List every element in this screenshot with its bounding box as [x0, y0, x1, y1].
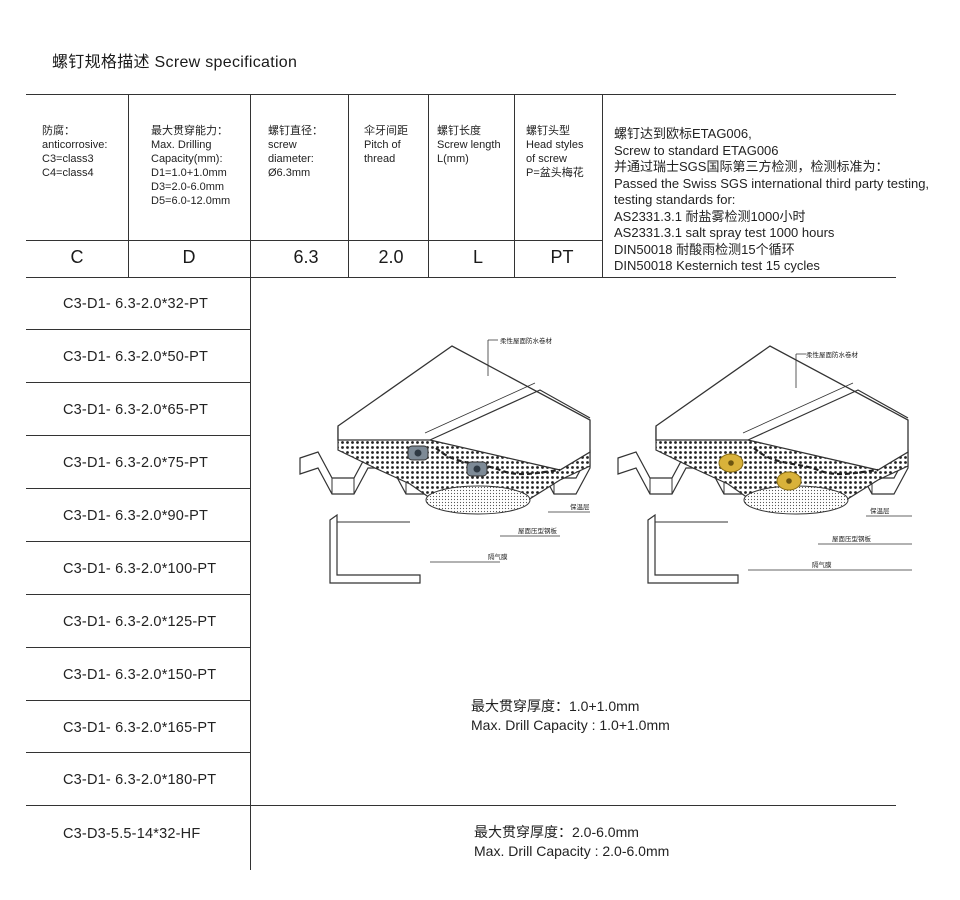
col-divider	[428, 94, 429, 277]
header-line: D1=1.0+1.0mm	[151, 167, 227, 179]
screw-washer-icon	[776, 471, 802, 491]
table-top-rule	[26, 94, 896, 95]
model-row: C3-D1- 6.3-2.0*150-PT	[63, 667, 217, 683]
header-line: D3=2.0-6.0mm	[151, 181, 225, 193]
header-line: Ø6.3mm	[268, 167, 311, 179]
note-line: AS2331.3.1 salt spray test 1000 hours	[614, 225, 835, 240]
header-line: 螺钉头型	[526, 125, 570, 137]
anticorrosive-header: 防腐： anticorrosive: C3=class3 C4=class4	[42, 124, 107, 180]
model-row: C3-D1- 6.3-2.0*50-PT	[63, 349, 209, 365]
insulation-label: 保温层	[570, 502, 590, 511]
note-line: 螺钉达到欧标ETAG006,	[614, 126, 752, 141]
page-title: 螺钉规格描述 Screw specification	[52, 54, 298, 71]
row-rule	[26, 488, 250, 489]
row-rule	[26, 647, 250, 648]
header-line: Max. Drilling	[151, 139, 212, 151]
code-drilling: D	[182, 247, 196, 267]
model-row: C3-D1- 6.3-2.0*180-PT	[63, 772, 217, 788]
col-divider	[348, 94, 349, 277]
header-line: C3=class3	[42, 153, 94, 165]
note-line: DIN50018 耐酸雨检测15个循环	[614, 241, 795, 257]
header-line: C4=class4	[42, 167, 94, 179]
model-list-divider	[250, 277, 251, 870]
steel-deck-label: 屋面压型钢板	[518, 526, 558, 535]
screw-diameter-header: 螺钉直径： screw diameter: Ø6.3mm	[268, 124, 323, 180]
note-line: DIN50018 Kesternich test 15 cycles	[614, 258, 820, 273]
row-rule	[26, 382, 250, 383]
header-line: anticorrosive:	[42, 139, 108, 151]
col-divider	[250, 94, 251, 277]
roof-diagram-right: 柔性屋面防水卷材 保温层 屋面压型钢板 隔气膜	[616, 344, 912, 585]
header-line: Pitch of	[364, 139, 401, 151]
header-line: 最大贯穿能力：	[151, 125, 228, 137]
screw-length-header: 螺钉长度 Screw length L(mm)	[437, 124, 501, 166]
membrane-label: 柔性屋面防水卷材	[806, 350, 859, 359]
row-rule	[26, 435, 250, 436]
vapor-barrier-label: 隔气膜	[812, 560, 832, 569]
roof-diagram-left: 柔性屋面防水卷材 保温层 屋面压型钢板 隔气膜	[298, 336, 592, 585]
screw-washer-icon	[407, 445, 429, 461]
capacity-en: Max. Drill Capacity : 2.0-6.0mm	[474, 843, 670, 859]
model-row: C3-D1- 6.3-2.0*32-PT	[63, 296, 209, 312]
capacity-d1: 最大贯穿厚度：1.0+1.0mm Max. Drill Capacity : 1…	[471, 697, 670, 735]
model-row: C3-D1- 6.3-2.0*75-PT	[63, 455, 209, 471]
code-diameter: 6.3	[293, 247, 319, 267]
header-line: Screw length	[437, 139, 501, 151]
membrane-label: 柔性屋面防水卷材	[500, 336, 553, 345]
header-line: screw	[268, 139, 297, 151]
screw-washer-icon	[718, 453, 744, 473]
note-line: AS2331.3.1 耐盐雾检测1000小时	[614, 208, 806, 224]
header-line: of screw	[526, 153, 567, 165]
screw-washer-icon	[466, 461, 488, 477]
table-bottom-rule	[26, 277, 896, 278]
section-rule	[26, 805, 896, 806]
header-line: thread	[364, 153, 396, 165]
code-anticorrosive: C	[70, 247, 84, 267]
head-style-header: 螺钉头型 Head styles of screw P=盆头梅花	[526, 124, 584, 180]
row-rule	[26, 329, 250, 330]
table-mid-rule	[26, 240, 602, 241]
header-line: D5=6.0-12.0mm	[151, 195, 231, 207]
model-row: C3-D1- 6.3-2.0*65-PT	[63, 402, 209, 418]
code-pitch: 2.0	[378, 247, 404, 267]
thread-pitch-header: 伞牙间距 Pitch of thread	[364, 124, 408, 166]
note-line: Passed the Swiss SGS international third…	[614, 175, 930, 191]
header-line: 螺钉长度	[437, 125, 481, 137]
header-line: 防腐：	[42, 125, 75, 137]
code-length: L	[472, 247, 483, 267]
model-row: C3-D1- 6.3-2.0*90-PT	[63, 508, 209, 524]
header-line: 螺钉直径：	[268, 125, 323, 137]
capacity-d3: 最大贯穿厚度：2.0-6.0mm Max. Drill Capacity : 2…	[474, 823, 669, 861]
header-line: 伞牙间距	[364, 125, 408, 137]
capacity-en: Max. Drill Capacity : 1.0+1.0mm	[471, 717, 670, 733]
steel-deck-label: 屋面压型钢板	[832, 534, 872, 543]
note-line: 并通过瑞士SGS国际第三方检测，检测标准为：	[614, 159, 889, 174]
model-row-d3: C3-D3-5.5-14*32-HF	[63, 826, 201, 842]
header-line: Head styles	[526, 139, 584, 151]
drilling-capacity-header: 最大贯穿能力： Max. Drilling Capacity(mm): D1=1…	[151, 124, 230, 208]
model-row: C3-D1- 6.3-2.0*125-PT	[63, 614, 217, 630]
capacity-cn: 最大贯穿厚度：1.0+1.0mm	[471, 698, 640, 714]
row-rule	[26, 700, 250, 701]
col-divider	[602, 94, 603, 277]
model-row: C3-D1- 6.3-2.0*100-PT	[63, 561, 217, 577]
col-divider	[514, 94, 515, 277]
header-line: Capacity(mm):	[151, 153, 223, 165]
header-line: P=盆头梅花	[526, 167, 584, 179]
row-rule	[26, 752, 250, 753]
header-line: L(mm)	[437, 153, 469, 165]
row-rule	[26, 594, 250, 595]
vapor-barrier-label: 隔气膜	[488, 552, 508, 561]
row-rule	[26, 541, 250, 542]
capacity-cn: 最大贯穿厚度：2.0-6.0mm	[474, 824, 639, 840]
note-line: Screw to standard ETAG006	[614, 142, 779, 158]
col-divider	[128, 94, 129, 277]
standards-notes: 螺钉达到欧标ETAG006, Screw to standard ETAG006…	[614, 126, 929, 275]
header-line: diameter:	[268, 153, 314, 165]
note-line: testing standards for:	[614, 192, 736, 207]
insulation-label: 保温层	[870, 506, 890, 515]
code-head: PT	[550, 247, 574, 267]
model-row: C3-D1- 6.3-2.0*165-PT	[63, 720, 217, 736]
